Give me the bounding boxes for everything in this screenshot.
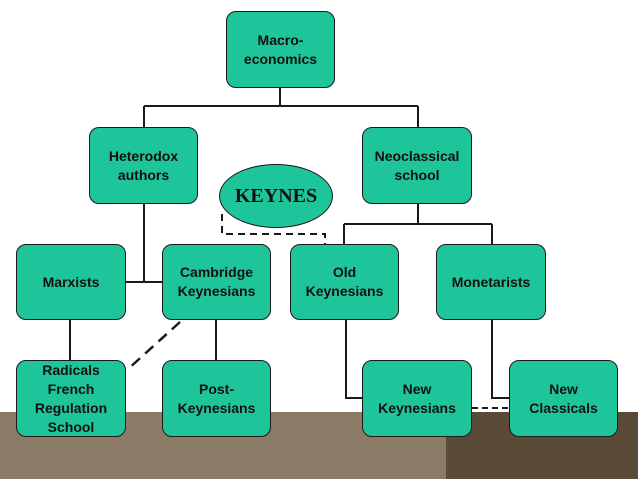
node-post-keynesians: Post- Keynesians (162, 360, 271, 437)
node-radicals-french-regulation: Radicals French Regulation School (16, 360, 126, 437)
node-old-keynesians: Old Keynesians (290, 244, 399, 320)
edge-monetarists-newclassicals (491, 320, 510, 399)
node-new-keynesians: New Keynesians (362, 360, 472, 437)
node-marxists: Marxists (16, 244, 126, 320)
node-monetarists: Monetarists (436, 244, 546, 320)
node-macroeconomics: Macro- economics (226, 11, 335, 88)
node-keynes: KEYNES (219, 164, 333, 228)
node-heterodox-authors: Heterodox authors (89, 127, 198, 204)
node-cambridge-keynesians: Cambridge Keynesians (162, 244, 271, 320)
node-neoclassical-school: Neoclassical school (362, 127, 472, 204)
edge-cambridge-radicals-dashed (126, 321, 181, 371)
node-new-classicals: New Classicals (509, 360, 618, 437)
edge-keynes-dashed (221, 214, 326, 252)
edge-old-newkeynesians (345, 320, 363, 399)
